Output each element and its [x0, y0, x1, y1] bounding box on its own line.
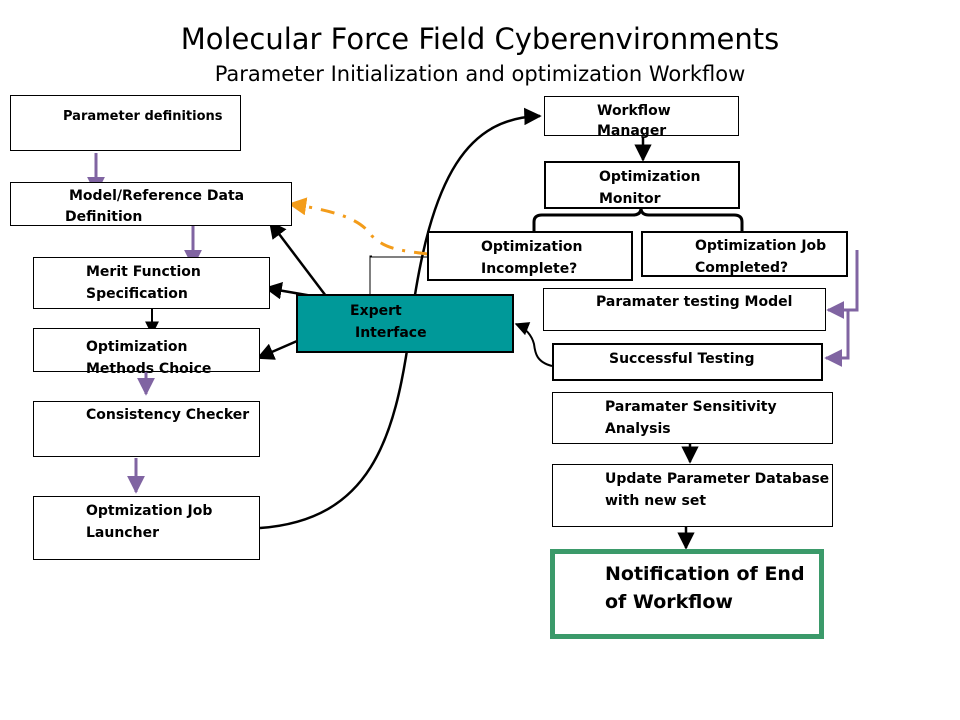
node-job-launcher: Optmization Job Launcher: [33, 496, 260, 560]
node-testing-model: Paramater testing Model: [543, 288, 826, 331]
node-model-reference: Model/Reference Data Definition: [10, 182, 292, 226]
node-optimization-monitor-line2: Monitor: [599, 191, 661, 207]
node-optimization-incomplete-line1: Optimization: [481, 239, 583, 255]
node-optimization-methods-line2: Methods Choice: [86, 361, 212, 377]
node-notification-end-line1: Notification of End: [605, 563, 805, 585]
node-update-database-line2: with new set: [605, 493, 707, 509]
node-optimization-completed: Optimization Job Completed?: [641, 231, 848, 277]
node-update-database-line1: Update Parameter Database: [605, 471, 830, 487]
diagram-subtitle: Parameter Initialization and optimizatio…: [214, 62, 746, 86]
bracket-connector: [369, 255, 372, 296]
node-expert-interface-line1: Expert: [350, 303, 402, 319]
arrow-expert-to-model: [268, 220, 333, 305]
node-optimization-completed-line2: Completed?: [695, 260, 789, 276]
node-merit-function: Merit Function Specification: [33, 257, 270, 309]
node-job-launcher-line1: Optmization Job: [86, 503, 213, 519]
node-merit-function-line2: Specification: [86, 286, 188, 302]
node-model-reference-line1: Model/Reference Data: [69, 188, 245, 204]
node-optimization-incomplete: Optimization Incomplete?: [427, 231, 633, 281]
node-workflow-manager: Workflow Manager: [544, 96, 739, 139]
node-parameter-definitions: Parameter definitions: [10, 95, 241, 151]
node-model-reference-line2: Definition: [65, 209, 143, 225]
diagram-title: Molecular Force Field Cyberenvironments: [180, 22, 780, 56]
node-sensitivity-analysis-line2: Analysis: [605, 421, 671, 437]
node-notification-end-line2: of Workflow: [605, 591, 733, 613]
node-parameter-definitions-label: Parameter definitions: [63, 109, 223, 124]
node-successful-testing: Successful Testing: [552, 343, 823, 381]
node-sensitivity-analysis-line1: Paramater Sensitivity: [605, 399, 777, 415]
node-optimization-completed-line1: Optimization Job: [695, 238, 827, 254]
node-expert-interface-line2: Interface: [355, 325, 427, 341]
node-notification-end: Notification of End of Workflow: [550, 549, 824, 639]
node-merit-function-line1: Merit Function: [86, 264, 201, 280]
arrow-completed-to-successful: [824, 308, 857, 367]
node-successful-testing-label: Successful Testing: [609, 351, 755, 367]
node-workflow-manager-line1: Workflow: [597, 103, 671, 119]
node-optimization-monitor: Optimization Monitor: [544, 161, 740, 209]
monitor-brace: [532, 207, 744, 232]
node-expert-interface: Expert Interface: [296, 294, 514, 353]
arrow-successful-to-expert: [514, 322, 553, 367]
node-consistency-checker-label: Consistency Checker: [86, 407, 250, 423]
node-consistency-checker: Consistency Checker: [33, 401, 260, 457]
node-optimization-incomplete-line2: Incomplete?: [481, 261, 578, 277]
node-testing-model-label: Paramater testing Model: [596, 294, 793, 310]
node-optimization-methods: Optimization Methods Choice: [33, 328, 260, 377]
node-job-launcher-line2: Launcher: [86, 525, 159, 541]
node-update-database: Update Parameter Database with new set: [552, 464, 833, 527]
node-optimization-methods-line1: Optimization: [86, 339, 188, 355]
node-sensitivity-analysis: Paramater Sensitivity Analysis: [552, 392, 833, 444]
arrow-incomplete-to-model: [288, 197, 429, 256]
node-workflow-manager-line2: Manager: [597, 123, 667, 139]
node-optimization-monitor-line1: Optimization: [599, 169, 701, 185]
